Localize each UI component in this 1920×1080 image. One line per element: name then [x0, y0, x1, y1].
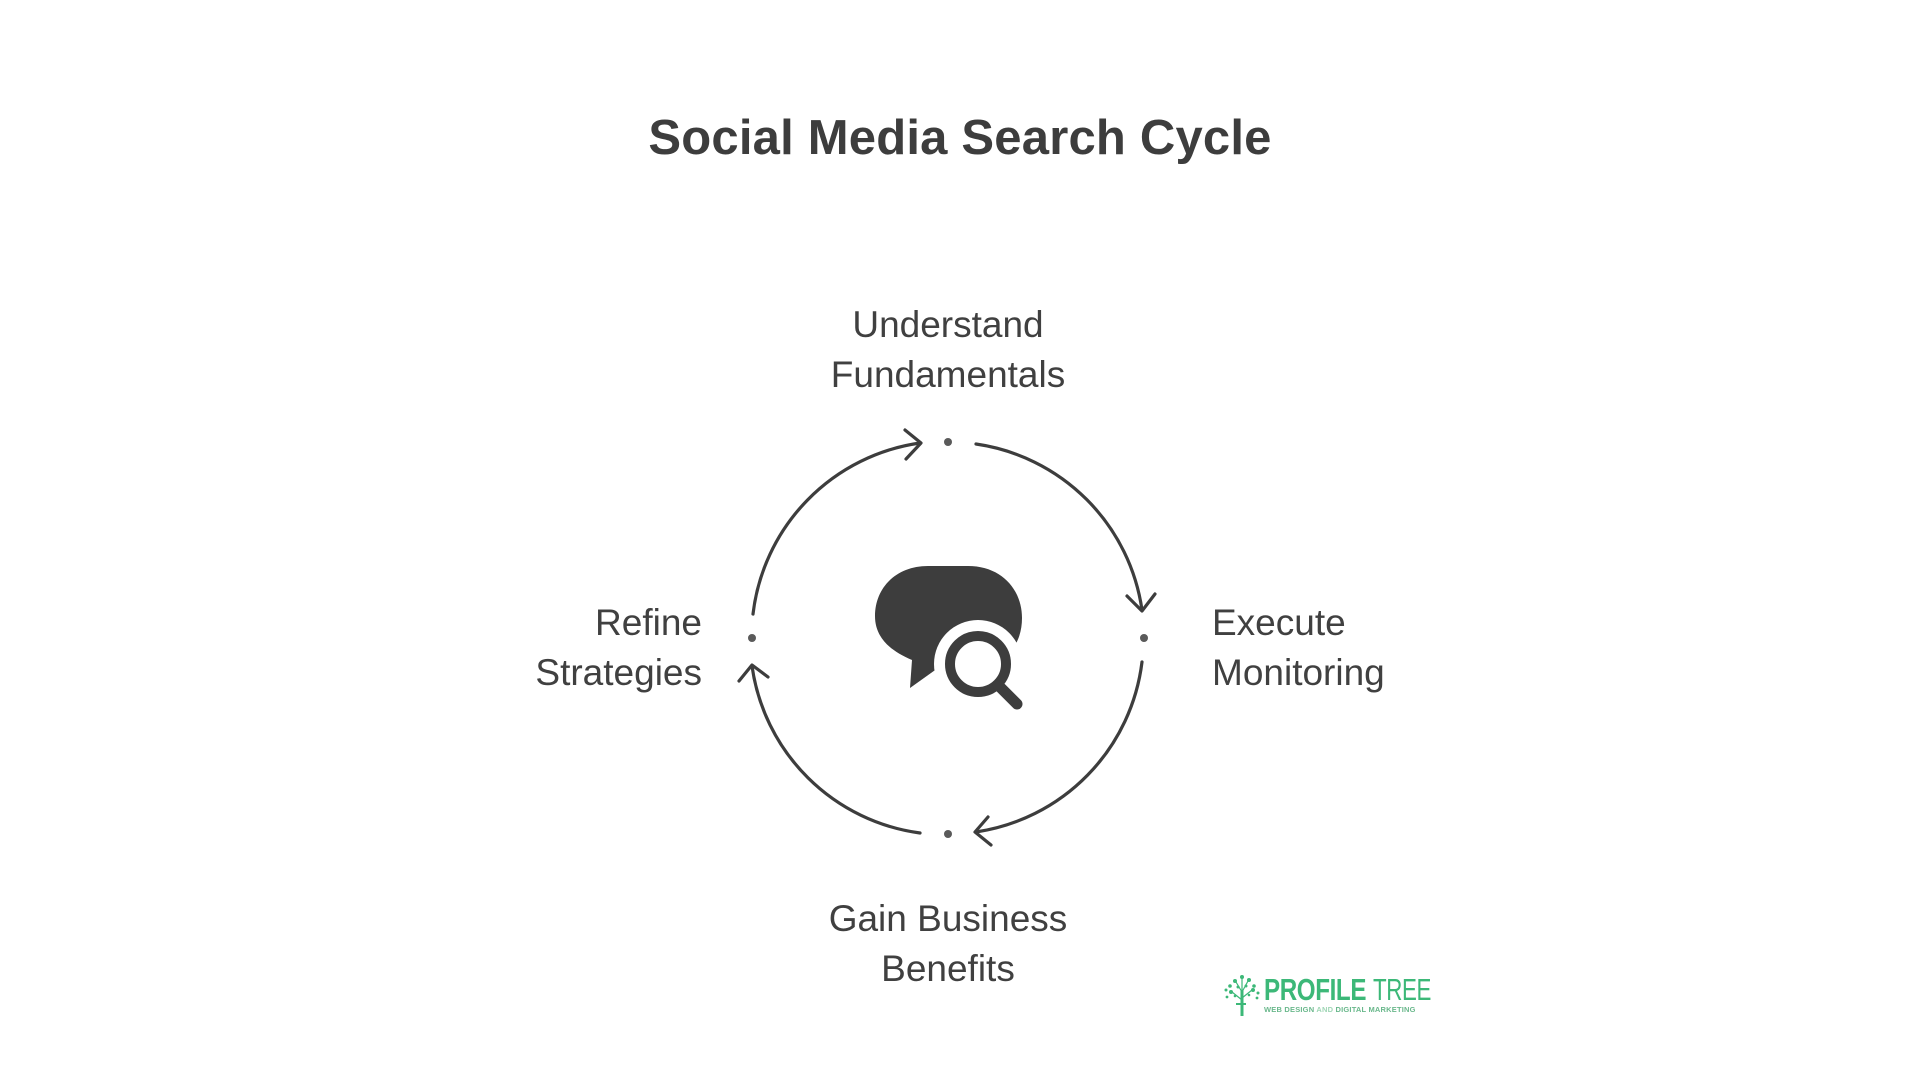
stage-label-line: Monitoring	[1212, 652, 1385, 693]
stage-label-line: Strategies	[535, 652, 702, 693]
logo-tagline: WEB DESIGN AND DIGITAL MARKETING	[1264, 1005, 1416, 1014]
cycle-arrow-understand-to-execute	[974, 442, 1144, 612]
logo-tagline-part: AND	[1316, 1005, 1334, 1014]
diagram-title: Social Media Search Cycle	[648, 111, 1272, 165]
arrowhead-icon	[737, 663, 770, 683]
arrowhead-icon	[973, 815, 993, 847]
chat-bubble-search-icon	[875, 566, 1023, 710]
stage-label-execute-monitoring: Execute Monitoring	[1212, 598, 1385, 698]
logo-tagline-part: DIGITAL MARKETING	[1333, 1005, 1416, 1014]
stage-label-gain-business-benefits: Gain Business Benefits	[748, 894, 1148, 994]
stage-label-line: Understand	[852, 304, 1044, 345]
stage-label-line: Benefits	[881, 948, 1015, 989]
cycle-arrow-execute-to-gain	[974, 660, 1144, 834]
node-dot-right	[1140, 634, 1148, 642]
node-dot-top	[944, 438, 952, 446]
stage-label-understand-fundamentals: Understand Fundamentals	[748, 300, 1148, 400]
logo-brand-bold: PROFILE	[1264, 972, 1367, 1007]
stage-label-line: Refine	[595, 602, 702, 643]
node-dot-bottom	[944, 830, 952, 838]
stage-label-refine-strategies: Refine Strategies	[535, 598, 702, 698]
stage-label-line: Fundamentals	[830, 354, 1066, 395]
stage-label-line: Gain Business	[828, 898, 1068, 939]
node-dot-left	[748, 634, 756, 642]
tree-icon	[1224, 975, 1260, 1016]
logo-brand-light: TREE	[1372, 972, 1431, 1007]
cycle-arrow-refine-to-understand	[751, 441, 922, 616]
arrowhead-icon	[903, 428, 923, 461]
cycle-arrow-gain-to-refine	[750, 664, 922, 835]
logo-tagline-part: WEB DESIGN	[1264, 1005, 1317, 1014]
stage-label-line: Execute	[1212, 602, 1346, 643]
arrowhead-icon	[1125, 592, 1157, 613]
